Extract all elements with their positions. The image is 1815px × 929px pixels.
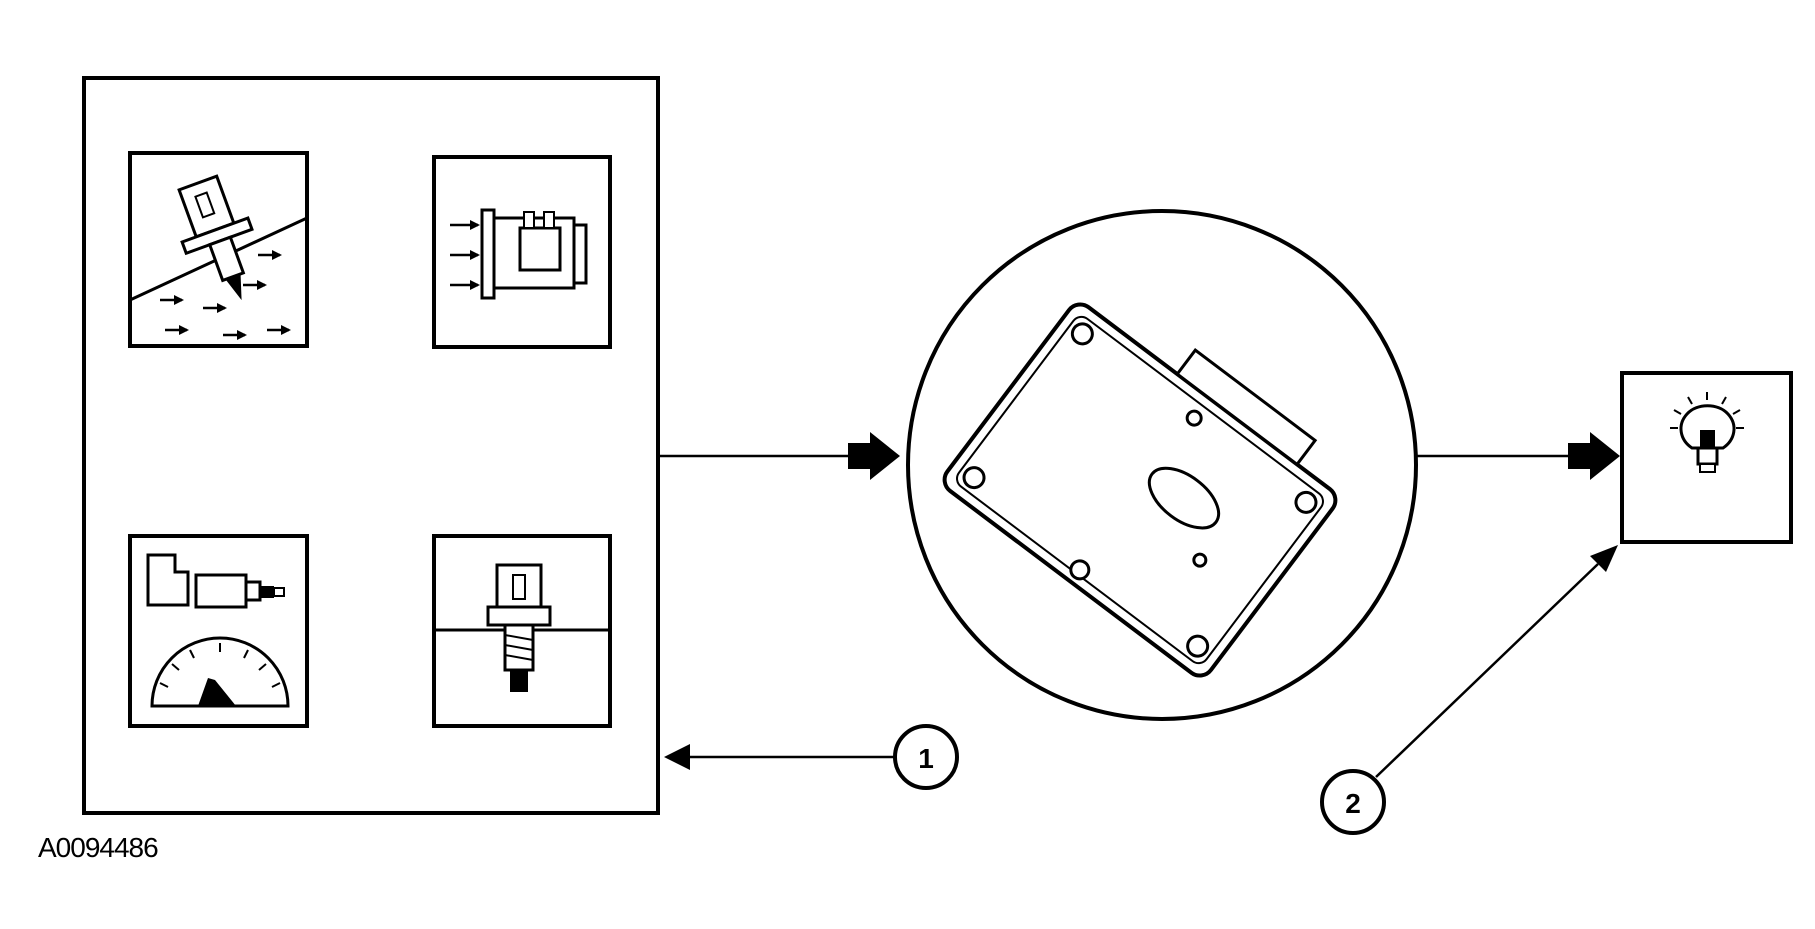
- control-module-icon: [942, 302, 1338, 678]
- figure-id-label: A0094486: [38, 832, 159, 863]
- airflow-sensor-icon: [128, 151, 309, 348]
- callout-1: 1: [893, 724, 959, 790]
- flow-device-sensor-icon: [432, 155, 612, 349]
- callout-2: 2: [1320, 769, 1386, 835]
- callout-2-number: 2: [1345, 788, 1361, 819]
- callout-1-leader: [664, 744, 895, 770]
- threaded-sensor-icon: [432, 534, 612, 728]
- callout-1-number: 1: [918, 743, 934, 774]
- callout-2-leader: [1375, 545, 1618, 778]
- module-to-output-arrow: [1416, 432, 1620, 480]
- bulb-icon: [1670, 392, 1744, 473]
- sensor-to-module-arrow: [658, 432, 900, 480]
- speed-sensor-gauge-icon: [128, 534, 309, 728]
